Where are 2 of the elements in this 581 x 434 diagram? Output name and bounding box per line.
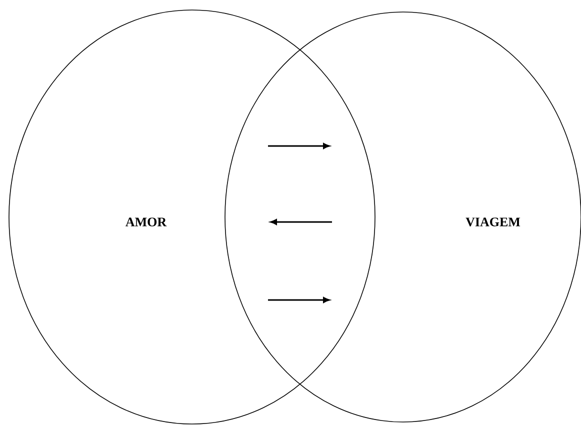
circle-label: AMOR xyxy=(126,218,167,226)
circle-label: VIAGEM xyxy=(466,218,520,226)
